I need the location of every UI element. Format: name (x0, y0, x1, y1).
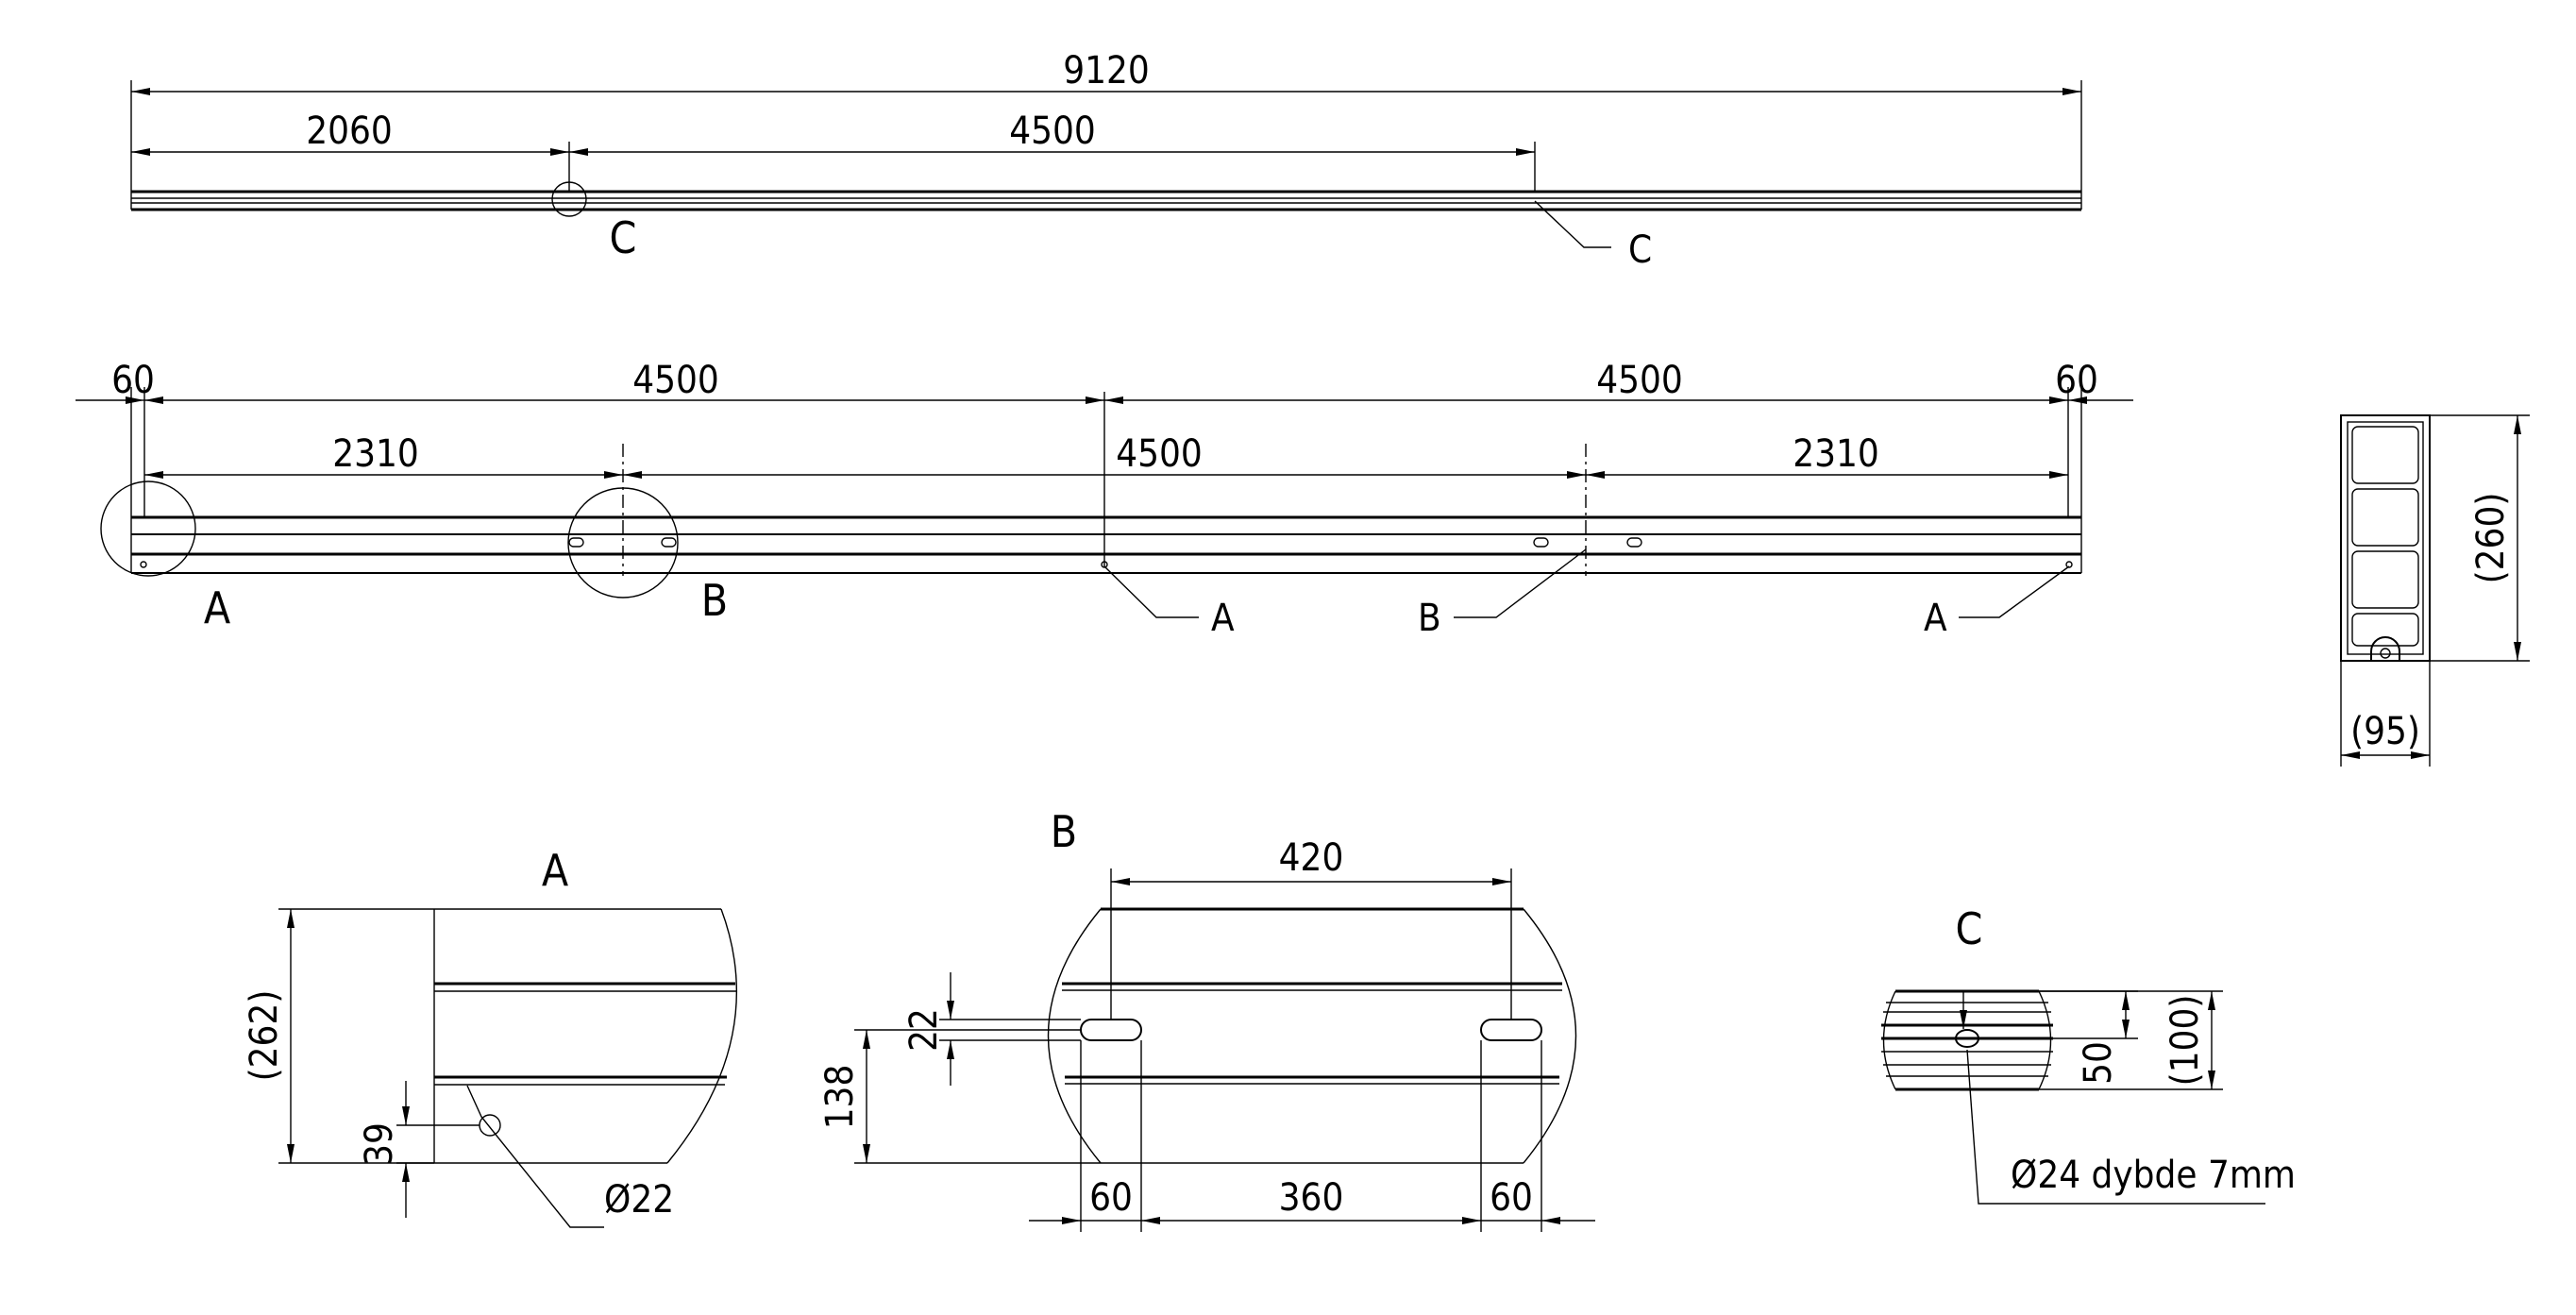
front-view: 60 4500 4500 60 2310 4500 2310 A B A B A (76, 359, 2133, 640)
callout-c-label: C (1628, 228, 1652, 272)
dim-seg-mid-text: 4500 (1009, 110, 1096, 153)
dim-span-left-text: 4500 (632, 359, 719, 402)
detail-b-slot-gap-text: 360 (1279, 1176, 1344, 1220)
detail-c-depth-total-text: (100) (2164, 995, 2207, 1087)
dim-sub-left-text: 2310 (332, 432, 419, 476)
detail-b-edge-left-text: 60 (1089, 1176, 1133, 1220)
dim-end-left-text: 60 (111, 359, 155, 402)
detail-b-label: B (701, 575, 728, 626)
detail-a-height-text: (262) (243, 990, 286, 1082)
dim-end-right-text: 60 (2055, 359, 2098, 402)
section-width-text: (95) (2350, 710, 2420, 753)
section-height-text: (260) (2469, 493, 2513, 584)
detail-c-depth-half-text: 50 (2077, 1041, 2120, 1085)
dim-sub-mid-text: 4500 (1116, 432, 1203, 476)
detail-a-view: A (262) 39 Ø22 (243, 845, 738, 1228)
detail-a-label: A (204, 582, 230, 633)
detail-b-slot-pitch-text: 420 (1279, 836, 1344, 880)
detail-c-label: C (610, 212, 637, 263)
detail-c-circle (551, 181, 587, 217)
detail-c-hole-note-text: Ø24 dybde 7mm (2011, 1154, 2296, 1197)
detail-b-slot-height-text: 138 (818, 1065, 862, 1130)
callout-a1-label: A (1211, 597, 1235, 640)
dim-sub-right-text: 2310 (1793, 432, 1879, 476)
detail-b-edge-right-text: 60 (1490, 1176, 1533, 1220)
section-view: (260) (95) (2340, 414, 2530, 767)
detail-b-circle (567, 487, 679, 598)
top-view: 9120 2060 4500 C C (130, 49, 2082, 272)
callout-a2-label: A (1924, 597, 1947, 640)
dim-span-right-text: 4500 (1596, 359, 1683, 402)
detail-a-hole-offset-text: 39 (358, 1122, 401, 1166)
dim-total-length-text: 9120 (1063, 49, 1150, 93)
callout-b-label: B (1418, 597, 1441, 640)
detail-a-hole-diameter-text: Ø22 (604, 1178, 674, 1222)
detail-c-title: C (1956, 903, 1983, 954)
detail-c-view: C 50 (100) Ø24 dybde 7mm (1881, 903, 2296, 1205)
detail-a-title: A (542, 845, 568, 896)
dim-seg-left-text: 2060 (306, 110, 393, 153)
detail-a-circle (100, 480, 196, 577)
detail-b-title: B (1051, 806, 1077, 857)
detail-b-view: B 420 22 138 (818, 806, 1595, 1232)
